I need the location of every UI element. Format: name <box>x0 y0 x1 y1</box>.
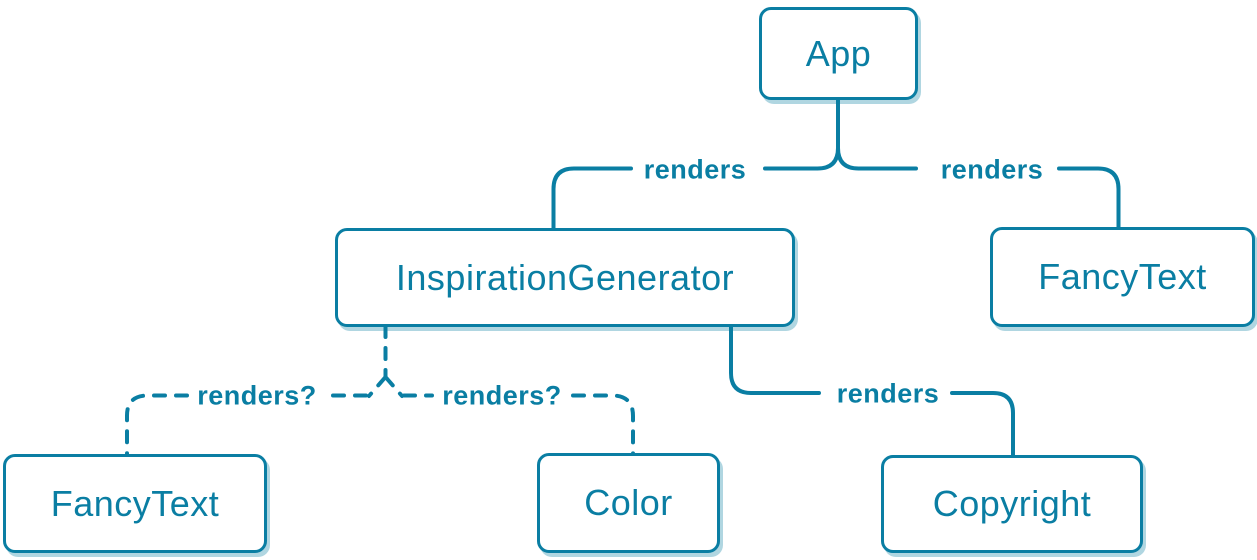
node-app-label: App <box>805 32 872 74</box>
edge-label-inspirationgenerator-fancytext: renders? <box>197 380 317 411</box>
node-copyright: Copyright <box>881 455 1143 553</box>
node-app: App <box>759 7 918 100</box>
edge-label-app-fancytext: renders <box>940 154 1044 185</box>
edge-to-color-dashed-line-end <box>571 393 635 456</box>
node-inspiration-generator-label: InspirationGenerator <box>395 256 735 298</box>
node-fancy-text-top: FancyText <box>990 227 1255 327</box>
edge-label-inspirationgenerator-color: renders? <box>442 380 562 411</box>
node-copyright-label: Copyright <box>932 483 1092 524</box>
node-color-label: Color <box>584 482 673 523</box>
edge-to-fancytext-dashed-line-end <box>125 393 189 457</box>
node-fancy-text-top-label: FancyText <box>1038 256 1207 297</box>
edge-label-inspirationgenerator-copyright: renders <box>836 378 940 409</box>
edge-app-fork-right-line <box>836 146 918 171</box>
edge-app-to-fancytext-line <box>1057 166 1121 230</box>
edge-app-to-inspirationgenerator-line <box>551 166 633 231</box>
edge-inspirationgenerator-to-copyright-line-end <box>950 391 1015 458</box>
edge-label-app-inspirationgenerator: renders <box>643 154 747 185</box>
node-fancy-text-bottom-label: FancyText <box>50 482 220 524</box>
edge-inspirationgenerator-dashed-fork-left-line <box>367 375 388 398</box>
node-fancy-text-bottom: FancyText <box>3 454 267 553</box>
edge-inspirationgenerator-to-copyright-line-start <box>729 324 821 395</box>
node-color: Color <box>537 453 720 553</box>
edge-app-fork-left-line <box>763 146 840 171</box>
node-inspiration-generator: InspirationGenerator <box>335 228 795 327</box>
edge-inspirationgenerator-dashed-fork-right-line <box>383 375 404 398</box>
